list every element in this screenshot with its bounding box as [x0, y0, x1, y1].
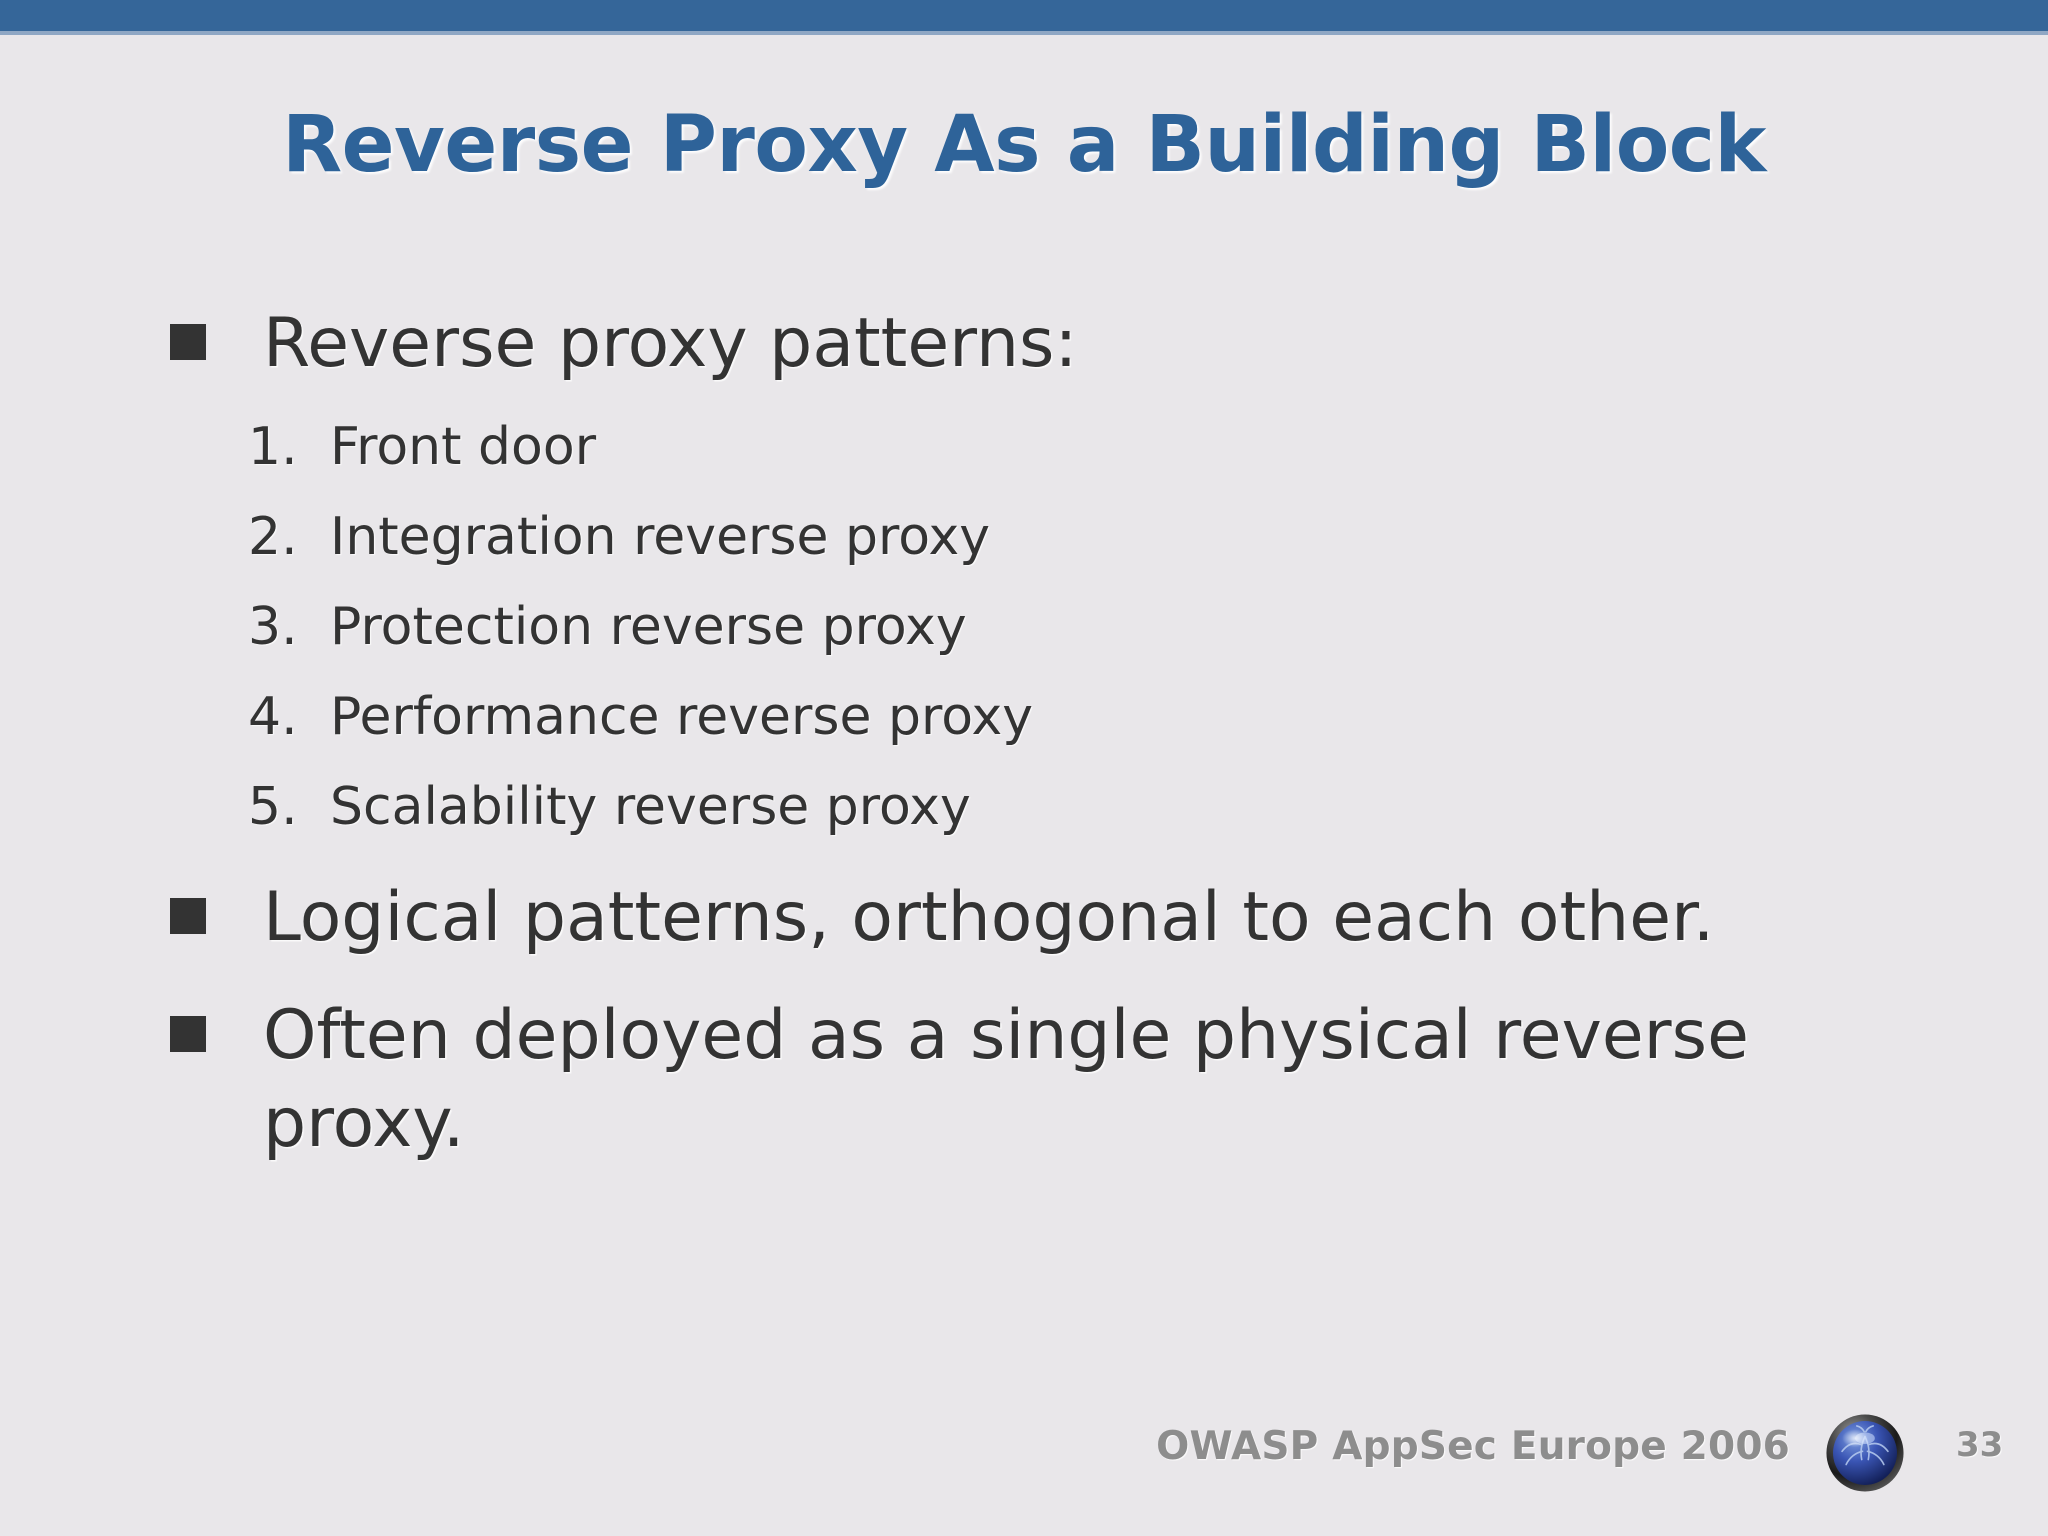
owasp-logo	[1826, 1414, 1904, 1492]
bullet-label: Reverse proxy patterns:	[263, 304, 1078, 383]
list-item: 2. Integration reverse proxy	[170, 492, 1870, 582]
list-item-label: Protection reverse proxy	[330, 597, 967, 657]
square-bullet-icon	[170, 324, 206, 360]
list-item: 1. Front door	[170, 402, 1870, 492]
bullet-item: Often deployed as a single physical reve…	[170, 992, 1870, 1168]
bullet-item: Reverse proxy patterns:	[170, 300, 1870, 388]
top-accent-rule	[0, 31, 2048, 35]
spacer	[170, 962, 1870, 992]
list-item-label: Scalability reverse proxy	[330, 777, 971, 837]
numbered-sublist: 1. Front door 2. Integration reverse pro…	[170, 402, 1870, 852]
bullet-item: Logical patterns, orthogonal to each oth…	[170, 874, 1870, 962]
top-accent-band	[0, 0, 2048, 31]
slide-body: Reverse proxy patterns: 1. Front door 2.…	[170, 300, 1870, 1168]
list-item-label: Front door	[330, 417, 597, 477]
page-title: Reverse Proxy As a Building Block	[282, 100, 1766, 190]
list-item: 3. Protection reverse proxy	[170, 582, 1870, 672]
list-item: 4. Performance reverse proxy	[170, 672, 1870, 762]
list-item-number: 4.	[248, 687, 298, 747]
list-item-number: 5.	[248, 777, 298, 837]
list-item-label: Integration reverse proxy	[330, 507, 991, 567]
spacer	[170, 852, 1870, 874]
bullet-label: Logical patterns, orthogonal to each oth…	[263, 878, 1715, 957]
square-bullet-icon	[170, 1016, 206, 1052]
slide-footer: OWASP AppSec Europe 2006	[0, 1418, 2048, 1503]
bullet-label: Often deployed as a single physical reve…	[263, 996, 1749, 1163]
square-bullet-icon	[170, 898, 206, 934]
list-item-number: 2.	[248, 507, 298, 567]
list-item: 5. Scalability reverse proxy	[170, 762, 1870, 852]
list-item-label: Performance reverse proxy	[330, 687, 1034, 747]
page-number: 33	[1956, 1425, 2004, 1465]
conference-label: OWASP AppSec Europe 2006	[1156, 1424, 1790, 1469]
list-item-number: 3.	[248, 597, 298, 657]
list-item-number: 1.	[248, 417, 298, 477]
